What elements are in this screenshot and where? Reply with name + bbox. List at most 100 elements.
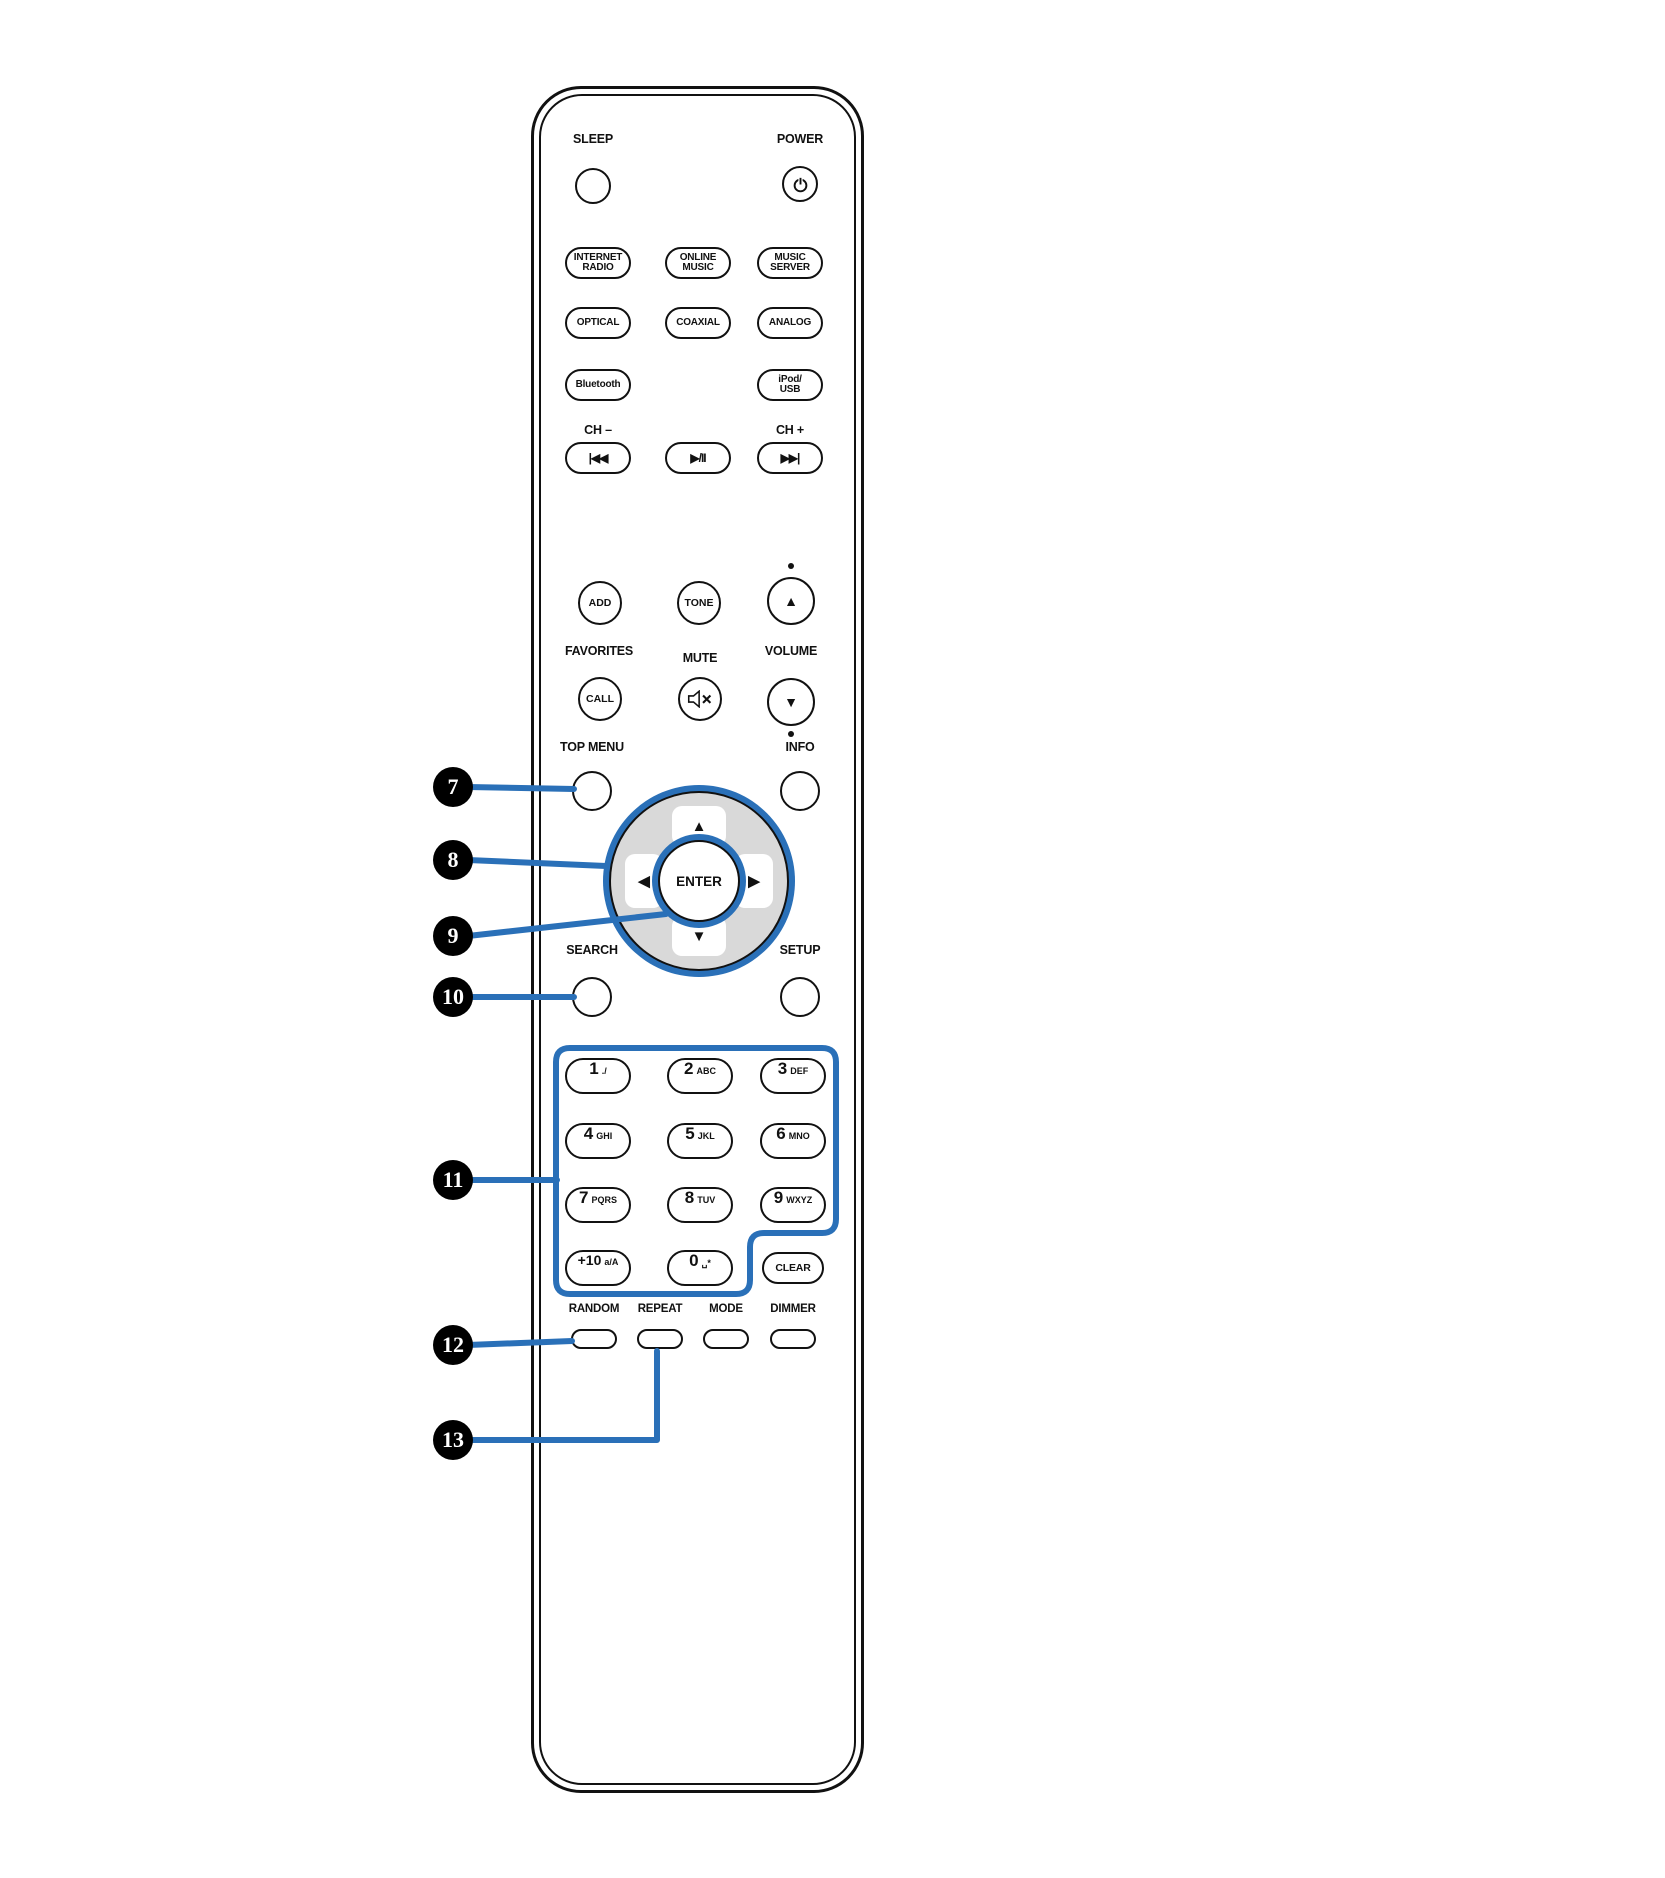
key-7: 7 PQRS xyxy=(565,1187,631,1223)
callout-7: 7 xyxy=(433,767,473,807)
ipod-usb-button: iPod/ USB xyxy=(757,369,823,401)
cursor-down-icon: ▼ xyxy=(691,927,707,945)
repeat-label: REPEAT xyxy=(637,1303,683,1315)
cursor-right-button: ▶ xyxy=(735,854,773,908)
key-9-letters: WXYZ xyxy=(786,1195,813,1205)
music-server-label-line1: MUSIC xyxy=(774,251,806,263)
analog-button: ANALOG xyxy=(757,307,823,339)
power-label: POWER xyxy=(776,132,824,146)
sleep-button xyxy=(575,168,611,204)
key-3: 3 DEF xyxy=(760,1058,826,1094)
ch-minus-label: CH – xyxy=(584,423,612,437)
key-7-letters: PQRS xyxy=(591,1195,617,1205)
search-label: SEARCH xyxy=(566,943,618,957)
mode-label: MODE xyxy=(709,1303,743,1315)
cursor-up-button: ▲ xyxy=(672,806,726,846)
volume-down-button: ▼ xyxy=(767,678,815,726)
key-6-number: 6 xyxy=(776,1124,786,1143)
callout-13: 13 xyxy=(433,1420,473,1460)
callout-11: 11 xyxy=(433,1160,473,1200)
key-0-letters: ␣* xyxy=(701,1258,711,1268)
clear-button: CLEAR xyxy=(762,1252,824,1284)
key-9-number: 9 xyxy=(773,1188,784,1207)
cursor-right-icon: ▶ xyxy=(748,873,760,890)
internet-radio-label-line1: INTERNET xyxy=(573,251,623,263)
volume-label: VOLUME xyxy=(764,644,818,658)
key-8-letters: TUV xyxy=(697,1195,716,1205)
key-1-number: 1 xyxy=(589,1059,599,1078)
add-button: ADD xyxy=(578,581,622,625)
key-5: 5 JKL xyxy=(667,1123,733,1159)
key-8: 8 TUV xyxy=(667,1187,733,1223)
favorites-label: FAVORITES xyxy=(564,644,634,658)
clear-label: CLEAR xyxy=(775,1261,811,1274)
sleep-label: SLEEP xyxy=(573,132,613,146)
ipod-usb-label-line2: USB xyxy=(779,384,801,395)
optical-button: OPTICAL xyxy=(565,307,631,339)
key-9: 9 WXYZ xyxy=(760,1187,826,1223)
internet-radio-label-line2: RADIO xyxy=(582,262,614,273)
setup-label: SETUP xyxy=(779,943,821,957)
info-button xyxy=(780,771,820,811)
optical-label: OPTICAL xyxy=(576,316,620,328)
volume-up-button: ▲ xyxy=(767,577,815,625)
info-label: INFO xyxy=(785,740,815,754)
play-pause-button: ▶/II xyxy=(665,442,731,474)
callout-9: 9 xyxy=(433,916,473,956)
key-1-letters: ./ xyxy=(601,1066,607,1076)
key-8-number: 8 xyxy=(684,1188,695,1207)
key-4-letters: GHI xyxy=(596,1131,613,1141)
bluetooth-label: Bluetooth xyxy=(575,378,621,390)
skip-back-icon: |◀◀ xyxy=(588,451,609,465)
key-5-number: 5 xyxy=(685,1124,695,1143)
music-server-label-line2: SERVER xyxy=(770,262,810,273)
dimmer-label: DIMMER xyxy=(770,1303,816,1315)
volume-up-icon: ▲ xyxy=(784,593,798,609)
dimmer-button xyxy=(770,1329,816,1349)
callout-8: 8 xyxy=(433,840,473,880)
top-menu-label: TOP MENU xyxy=(560,740,624,754)
coaxial-label: COAXIAL xyxy=(676,316,720,328)
key-6-letters: MNO xyxy=(788,1131,810,1141)
coaxial-button: COAXIAL xyxy=(665,307,731,339)
key-7-number: 7 xyxy=(579,1188,589,1207)
power-button xyxy=(782,166,818,202)
setup-button xyxy=(780,977,820,1017)
enter-button: ENTER xyxy=(658,840,740,922)
key-1: 1 ./ xyxy=(565,1058,631,1094)
cursor-left-button: ◀ xyxy=(625,854,663,908)
key-3-number: 3 xyxy=(777,1059,788,1078)
mute-label: MUTE xyxy=(682,651,718,665)
key-4: 4 GHI xyxy=(565,1123,631,1159)
skip-forward-button: ▶▶| xyxy=(757,442,823,474)
key-plus10-letters: a/A xyxy=(604,1257,619,1267)
bluetooth-button: Bluetooth xyxy=(565,369,631,401)
key-5-letters: JKL xyxy=(697,1131,715,1141)
skip-back-button: |◀◀ xyxy=(565,442,631,474)
key-0-number: 0 xyxy=(689,1251,699,1270)
analog-label: ANALOG xyxy=(768,316,812,328)
key-2: 2 ABC xyxy=(667,1058,733,1094)
mute-icon xyxy=(687,690,713,708)
search-button xyxy=(572,977,612,1017)
key-4-number: 4 xyxy=(583,1124,594,1143)
favorites-call-button: CALL xyxy=(578,677,622,721)
online-music-button: ONLINE MUSIC xyxy=(665,247,731,279)
music-server-button: MUSIC SERVER xyxy=(757,247,823,279)
tone-button: TONE xyxy=(677,581,721,625)
cursor-down-button: ▼ xyxy=(672,916,726,956)
mute-button xyxy=(678,677,722,721)
volume-down-indicator-dot xyxy=(788,731,794,737)
play-pause-icon: ▶/II xyxy=(690,451,706,465)
random-label: RANDOM xyxy=(568,1303,620,1315)
key-3-letters: DEF xyxy=(790,1066,809,1076)
volume-up-indicator-dot xyxy=(788,563,794,569)
online-music-label-line2: MUSIC xyxy=(682,262,714,273)
key-plus10: +10 a/A xyxy=(565,1250,631,1286)
top-menu-button xyxy=(572,771,612,811)
volume-down-icon: ▼ xyxy=(784,694,798,710)
cursor-up-icon: ▲ xyxy=(691,817,707,835)
key-plus10-number: +10 xyxy=(577,1252,602,1268)
cursor-left-icon: ◀ xyxy=(638,873,650,890)
random-button xyxy=(571,1329,617,1349)
